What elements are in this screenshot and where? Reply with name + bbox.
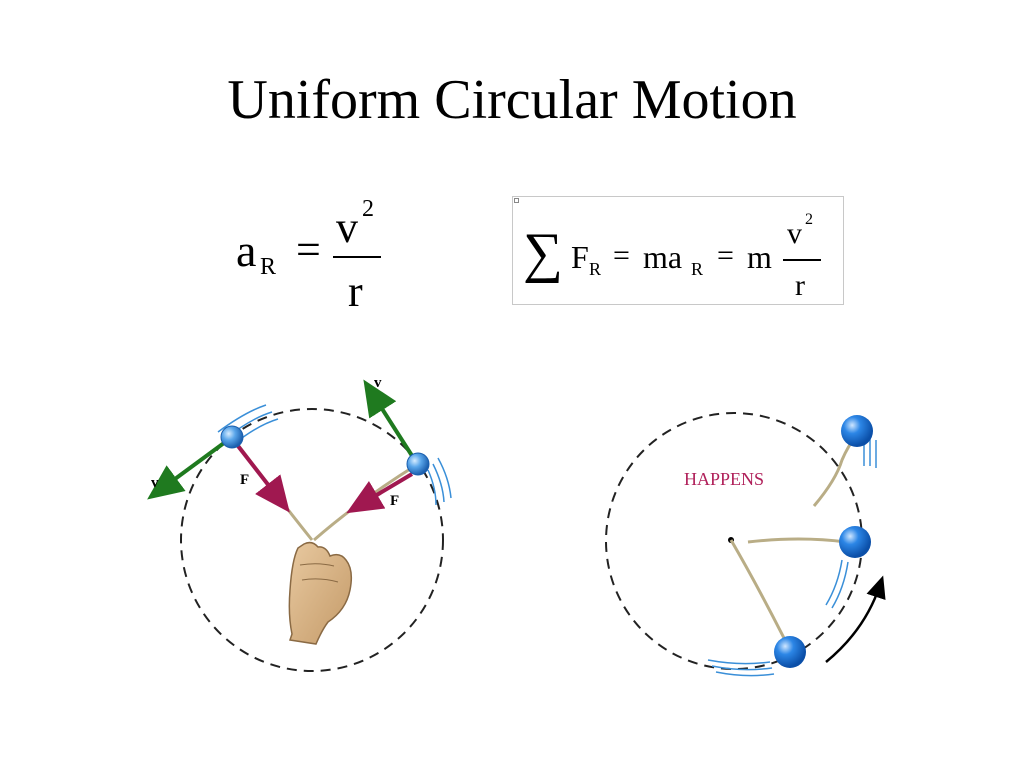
eq2-denominator: r [795,269,805,302]
ball-bottom [774,636,806,668]
eq2-numerator: v [787,217,802,250]
eq1-lhs-subscript: R [260,254,277,280]
eq2-mass: m [747,239,772,275]
newton-second-law-equation-box: ∑ F R = ma R = m v 2 r [512,196,844,305]
string-to-middle-ball [747,537,847,544]
velocity-label-left: v [151,475,159,491]
eq1-numerator-superscript: 2 [362,196,374,222]
rotation-direction-arrow [825,575,886,663]
eq2-force: F [571,239,589,275]
eq2-force-subscript: R [589,259,602,279]
ball-right [406,452,430,476]
eq2-fraction-bar [783,259,821,261]
velocity-arrow-left [147,438,230,500]
force-arrow-left [236,444,290,513]
eq2-numerator-superscript: 2 [805,211,813,228]
string-to-bottom-ball [729,539,792,651]
eq2-ma: ma [643,239,683,275]
eq2-ma-subscript: R [691,259,704,279]
eq2-equals-2: = [717,239,734,272]
left-figure: v v F F [147,375,452,672]
eq1-lhs: a [236,225,257,276]
eq1-numerator: v [336,203,358,252]
ball-middle [839,526,871,558]
eq1-denominator: r [348,267,363,316]
velocity-label-right: v [374,375,382,391]
eq1-equals: = [296,225,321,274]
right-figure: HAPPENS [605,412,886,677]
force-label-left: F [240,472,249,488]
eq1-fraction-bar [333,256,381,258]
centripetal-acceleration-equation: a R = v 2 r [236,196,396,316]
ball-left [220,425,244,449]
hand-icon [288,541,353,645]
eq2-summation: ∑ [523,222,563,284]
object-corner-marker [514,198,519,203]
ball-released [841,415,873,447]
force-arrow-right [346,472,414,514]
eq2-equals-1: = [613,239,630,272]
force-label-right: F [390,493,399,509]
slide-title: Uniform Circular Motion [227,69,797,131]
left-path-circle [180,408,444,672]
happens-label: HAPPENS [684,469,764,489]
right-motion-lines [707,438,877,677]
velocity-arrow-right [363,379,418,464]
